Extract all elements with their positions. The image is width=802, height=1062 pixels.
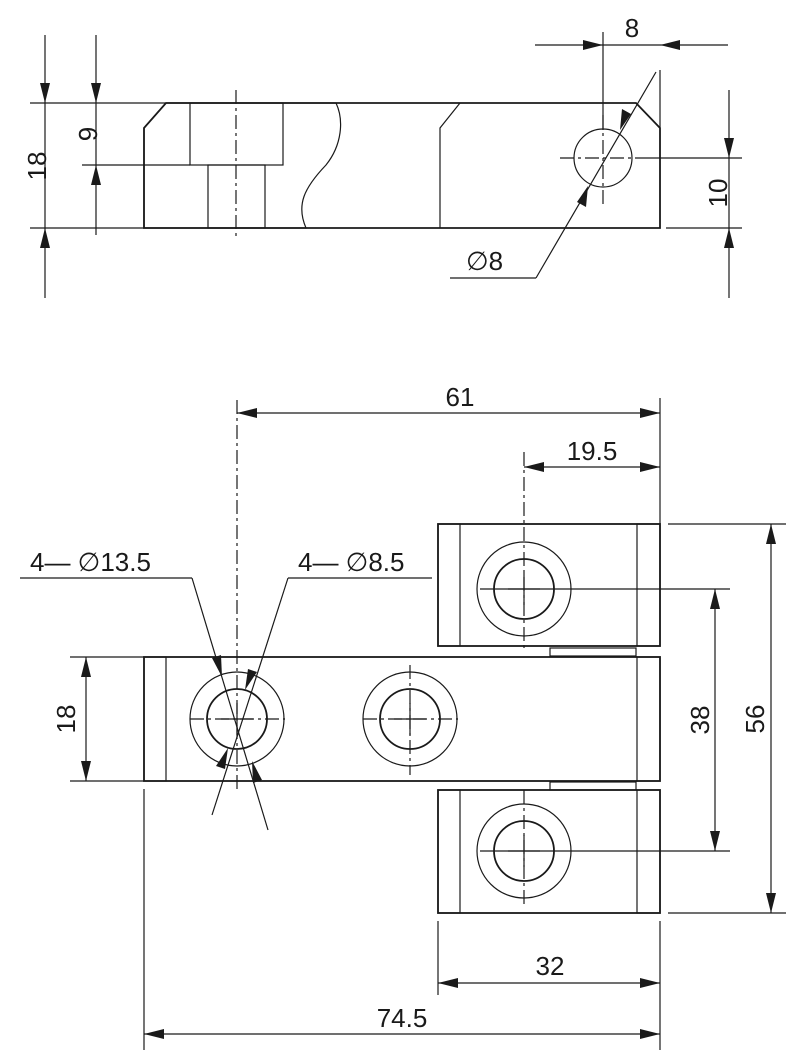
arrowhead [216,748,228,769]
lower-knuckle-cap-left [437,789,461,914]
upper-knuckle-cap-left [437,523,461,647]
dim-18-top-label: 18 [51,705,81,734]
dim-8-label: 8 [625,13,639,43]
section-hatch [143,102,342,229]
leader-line [211,577,289,816]
dim-61-label: 61 [446,382,475,412]
leader-line [191,577,269,831]
arrowhead [577,186,588,207]
hole-callout-small: 4— ∅8.5 [298,547,404,577]
dim-10-label: 10 [703,179,733,208]
dim-74-5-label: 74.5 [377,1003,428,1033]
dim-18-side-label: 18 [22,152,52,181]
dim-32-label: 32 [536,951,565,981]
hinge-joint [549,781,637,791]
arrowhead [438,978,458,988]
hole-callout-large: 4— ∅13.5 [30,547,151,577]
arrowhead [91,165,101,185]
leader-line [535,71,657,279]
dim-56-label: 56 [740,705,770,734]
arrowhead [620,109,631,130]
top-view: 61 19.5 4— ∅13.5 4— ∅8.5 18 38 [20,382,786,1050]
step-edge [439,102,461,228]
dim-19-5-label: 19.5 [567,436,618,466]
dim-38-label: 38 [685,706,715,735]
dim-9-label: 9 [73,127,103,141]
arrowhead [583,40,603,50]
arrowhead [81,657,91,677]
arrowhead [766,893,776,913]
side-view: 8 18 9 10 ∅8 [22,13,742,298]
leaf-cap-left [143,656,167,782]
arrowhead [660,40,680,50]
upper-knuckle-cap-right [636,523,661,647]
arrowhead [40,228,50,248]
dim-dia8-label: ∅8 [466,246,503,276]
arrowhead [710,589,720,609]
arrowhead [144,1029,164,1039]
arrowhead [81,761,91,781]
arrowhead [640,978,660,988]
arrowhead [640,1029,660,1039]
arrowhead [524,462,544,472]
arrowhead [252,761,262,783]
arrowhead [245,669,257,690]
arrowhead [91,83,101,103]
leaf-cap-right [636,656,661,782]
arrowhead [40,83,50,103]
hinge-joint [549,647,637,657]
arrowhead [640,408,660,418]
arrowhead [724,228,734,248]
arrowhead [710,831,720,851]
upper-knuckle [437,523,661,647]
arrowhead [237,408,257,418]
arrowhead [640,462,660,472]
arrowhead [724,138,734,158]
arrowhead [766,524,776,544]
arrowhead [212,655,222,677]
